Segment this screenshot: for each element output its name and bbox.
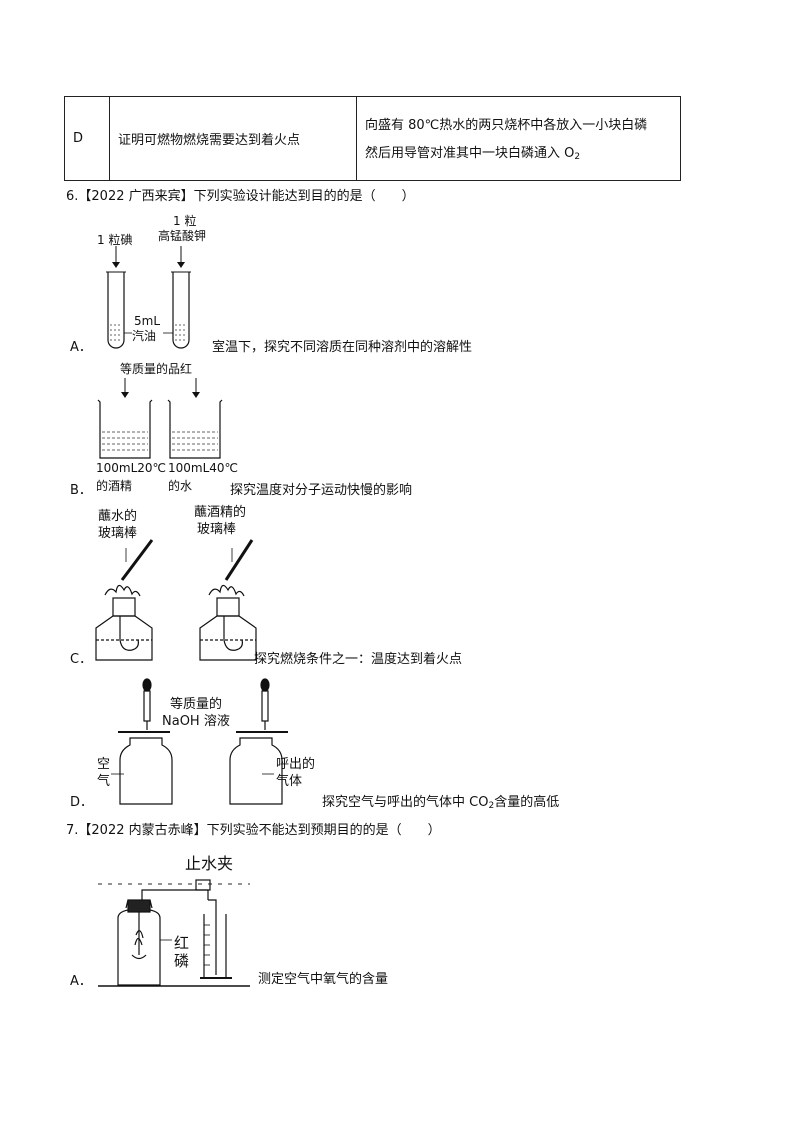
option-b-caption: 探究温度对分子运动快慢的影响 [230,483,413,498]
label-left-beaker-2: 的酒精 [96,479,133,493]
table-row: D 证明可燃物燃烧需要达到着火点 向盛有 80℃热水的两只烧杯中各放入一小块白磷… [64,96,681,181]
option-d-caption-post: 含量的高低 [494,795,560,810]
option-d-caption: 探究空气与呼出的气体中 CO2含量的高低 [322,795,559,814]
label-air-1: 空 [97,757,111,772]
method-line2-text: 然后用导管对准其中一块白磷通入 O [365,146,575,161]
label-air-2: 气 [97,774,111,789]
option-letter: D [64,96,110,181]
label-kmno4-2: 高锰酸钾 [158,229,207,243]
label-water-clamp: 止水夹 [185,854,234,873]
label-water-rod-1: 蘸水的 [98,509,138,524]
option-c-letter: C． [70,652,93,667]
label-alcohol-rod-1: 蘸酒精的 [194,505,247,520]
label-right-beaker-2: 的水 [168,479,193,493]
option-d-caption-pre: 探究空气与呼出的气体中 CO [322,795,489,810]
label-left-beaker-1: 100mL20℃ [96,461,167,475]
method-line1: 向盛有 80℃热水的两只烧杯中各放入一小块白磷 [365,118,648,133]
question-6-title: 6.【2022 广西来宾】下列实验设计能达到目的的是（ ） [66,189,415,204]
label-gasoline-1: 5mL [134,314,161,328]
label-exhaled-1: 呼出的 [276,757,316,772]
option-a-letter: A． [70,340,92,355]
option-d-caption-sub: 2 [488,801,495,811]
option-b-letter: B． [70,483,92,498]
options-table: D 证明可燃物燃烧需要达到着火点 向盛有 80℃热水的两只烧杯中各放入一小块白磷… [64,96,681,181]
label-exhaled-2: 气体 [276,774,303,789]
label-red-phos-2: 磷 [174,952,190,970]
option-d-letter: D． [70,795,94,810]
option-c-caption: 探究燃烧条件之一：温度达到着火点 [254,652,463,667]
question-7-title: 7.【2022 内蒙古赤峰】下列实验不能达到预期目的的是（ ） [66,823,441,838]
label-naoh-2: NaOH 溶液 [162,714,230,729]
label-dye: 等质量的品红 [120,362,193,376]
label-alcohol-rod-2: 玻璃棒 [197,522,237,537]
label-iodine: 1 粒碘 [97,233,133,247]
label-right-beaker-1: 100mL40℃ [168,461,239,475]
q7-option-a-letter: A． [70,974,92,989]
label-naoh-1: 等质量的 [170,697,223,712]
label-gasoline-2: 汽油 [132,329,157,343]
method-sub: 2 [574,152,581,162]
option-a-caption: 室温下，探究不同溶质在同种溶剂中的溶解性 [212,340,473,355]
label-red-phos-1: 红 [174,934,190,952]
method-cell: 向盛有 80℃热水的两只烧杯中各放入一小块白磷 然后用导管对准其中一块白磷通入 … [356,96,681,181]
method-line2: 然后用导管对准其中一块白磷通入 O2 [365,143,672,168]
q7-option-a-caption: 测定空气中氧气的含量 [258,972,389,987]
label-kmno4-1: 1 粒 [173,214,197,228]
label-water-rod-2: 玻璃棒 [98,526,138,541]
